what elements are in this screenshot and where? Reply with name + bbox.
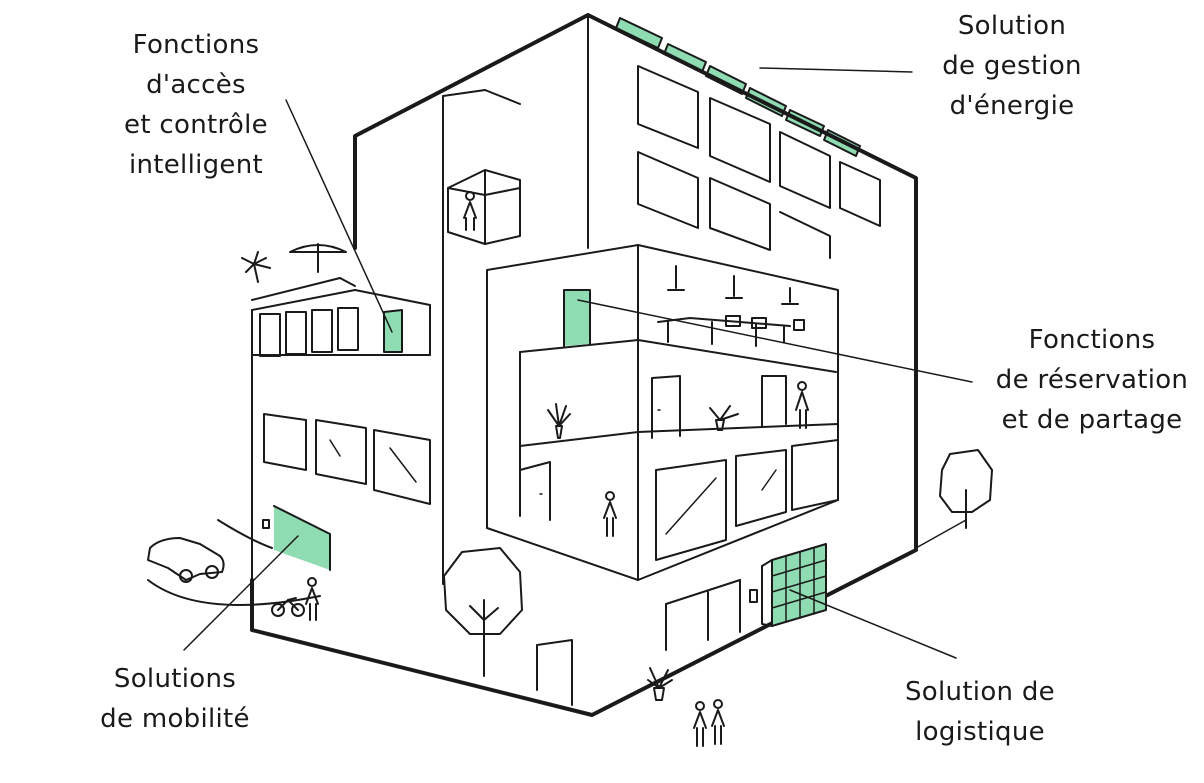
leader-lines	[183, 67, 973, 659]
person-icon	[305, 577, 319, 621]
leader-logistics	[789, 589, 957, 659]
parcel-locker-icon	[761, 543, 827, 627]
palm-tree-icon	[241, 251, 271, 283]
callout-energy-line-2: de gestion	[942, 51, 1082, 81]
umbrella-icon	[289, 243, 347, 273]
shutters	[259, 307, 359, 357]
callout-access-line-2: d'accès	[146, 70, 246, 100]
callout-booking-line-1: Fonctions	[1028, 325, 1156, 355]
elevator-icon	[447, 169, 521, 245]
garage-door-icon	[262, 505, 331, 571]
callout-access: Fonctions d'accès et contrôle intelligen…	[86, 25, 306, 185]
plant-icon	[647, 667, 673, 701]
callout-access-line-4: intelligent	[128, 150, 264, 180]
ceiling-lamps	[667, 265, 799, 305]
solar-panels-icon	[615, 17, 861, 157]
office-desks	[657, 315, 805, 347]
lower-floor	[519, 439, 839, 561]
callout-booking: Fonctions de réservation et de partage	[962, 320, 1204, 440]
leader-access	[285, 99, 393, 333]
plant-icon	[547, 403, 739, 439]
callout-booking-line-2: de réservation	[995, 365, 1189, 395]
access-door-icon	[383, 309, 403, 353]
callout-access-line-1: Fonctions	[132, 30, 260, 60]
person-icon	[795, 381, 809, 429]
driveway-curve	[147, 579, 321, 606]
callout-booking-line-3: et de partage	[1001, 405, 1183, 435]
middle-floor	[651, 375, 787, 439]
callout-energy-line-3: d'énergie	[949, 91, 1075, 121]
person-icon	[603, 491, 617, 537]
booking-door-icon	[563, 289, 591, 347]
callout-mobility-line-1: Solutions	[113, 664, 237, 694]
callout-energy-line-1: Solution	[957, 11, 1067, 41]
leader-energy	[759, 67, 913, 73]
callout-logistics-line-1: Solution de	[905, 677, 1055, 707]
callout-mobility-line-2: de mobilité	[100, 704, 250, 734]
tree-icon	[939, 449, 993, 529]
leader-mobility	[183, 535, 299, 651]
driveway-top	[217, 519, 273, 549]
lower-left-windows	[263, 413, 431, 505]
callout-logistics: Solution de logistique	[880, 672, 1080, 752]
callout-energy: Solution de gestion d'énergie	[912, 6, 1112, 126]
callout-access-line-3: et contrôle	[124, 110, 268, 140]
leader-booking	[577, 299, 973, 383]
tree-icon	[443, 547, 523, 677]
people-icon	[693, 699, 725, 747]
upper-windows	[637, 65, 881, 259]
callout-mobility: Solutions de mobilité	[70, 659, 280, 739]
leader-tree	[915, 519, 967, 549]
car-icon	[147, 537, 225, 583]
callout-logistics-line-2: logistique	[915, 717, 1045, 747]
bicycle-icon	[271, 597, 305, 617]
